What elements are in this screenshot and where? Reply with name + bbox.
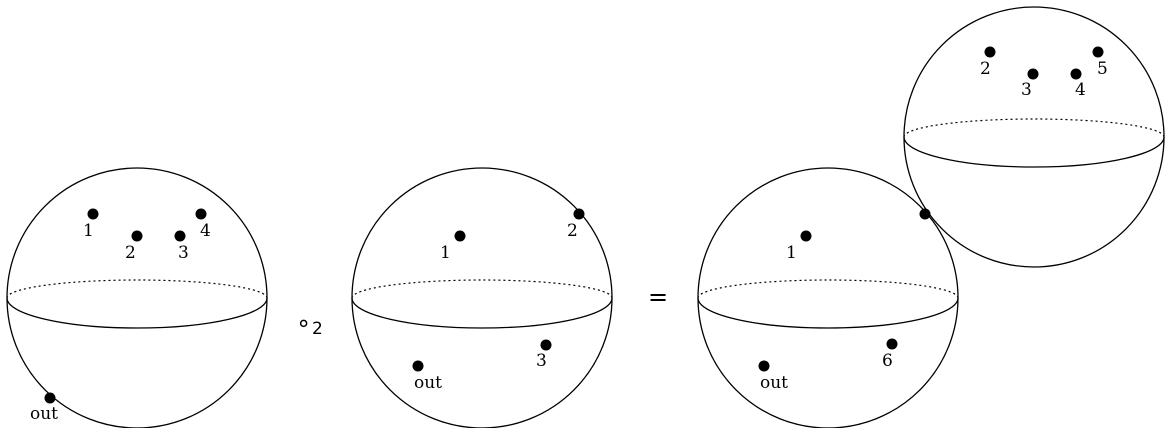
sphere-result-lower-puncture-1 (800, 230, 812, 242)
sphere-left-equator-back (6, 279, 268, 299)
sphere-middle-puncture-out (412, 360, 424, 372)
sphere-middle-equator-back (351, 279, 613, 299)
sphere-result-lower-outline (697, 167, 959, 428)
sphere-left: 1 2 3 4 out (6, 167, 268, 428)
sphere-result-upper-puncture-5 (1092, 46, 1104, 58)
sphere-result-upper-equator-back (903, 118, 1165, 138)
sphere-result-upper-outline (903, 6, 1165, 268)
sphere-result-upper-puncture-label: 2 (980, 59, 991, 79)
sphere-result-lower-puncture-6 (886, 338, 898, 350)
equals-symbol: = (648, 283, 668, 311)
compose-operator: ∘ 2 (296, 309, 323, 339)
sphere-result-upper-puncture-4 (1070, 68, 1082, 80)
sphere-result-upper: 2 3 4 5 (903, 6, 1165, 268)
sphere-left-puncture-2 (131, 230, 143, 242)
sphere-result-upper-puncture-label: 3 (1021, 80, 1032, 100)
sphere-middle: 1 2 3 out (351, 167, 613, 428)
sphere-left-puncture-4 (195, 208, 207, 220)
sphere-result-upper-puncture-label: 5 (1097, 59, 1108, 79)
sphere-middle-outline (351, 167, 613, 428)
sphere-result-lower-puncture-label: 1 (786, 243, 797, 263)
sphere-result-upper-puncture-2 (984, 46, 996, 58)
sphere-middle-puncture-1 (454, 230, 466, 242)
sphere-left-puncture-label: 3 (178, 243, 189, 263)
sphere-middle-puncture-3 (540, 339, 552, 351)
sphere-middle-equator-front (351, 297, 613, 329)
sphere-result-lower-puncture-label: out (760, 373, 788, 393)
sphere-middle-puncture-2 (573, 208, 585, 220)
sphere-left-puncture-label: 4 (200, 221, 211, 241)
sphere-result-upper-puncture-3 (1027, 68, 1039, 80)
sphere-result-lower-equator-back (697, 279, 959, 299)
sphere-left-outline (6, 167, 268, 428)
sphere-middle-puncture-label: 2 (567, 221, 578, 241)
sphere-left-puncture-1 (87, 208, 99, 220)
sphere-left-puncture-out (44, 392, 56, 404)
gluing-point (919, 208, 931, 220)
sphere-result-upper-equator-front (903, 136, 1165, 168)
compose-index: 2 (312, 319, 323, 339)
sphere-middle-puncture-label: 3 (536, 351, 547, 371)
compose-symbol: ∘ (296, 309, 311, 337)
sphere-left-equator-front (6, 297, 268, 329)
sphere-result-lower-puncture-label: 6 (882, 351, 893, 371)
sphere-left-puncture-label: 2 (125, 243, 136, 263)
sphere-result-upper-puncture-label: 4 (1075, 80, 1086, 100)
sphere-result-lower-equator-front (697, 297, 959, 329)
sphere-middle-puncture-label: 1 (440, 243, 451, 263)
sphere-left-puncture-label: 1 (83, 221, 94, 241)
sphere-left-puncture-label: out (30, 404, 58, 424)
sphere-left-puncture-3 (174, 230, 186, 242)
sphere-result-lower-puncture-out (758, 360, 770, 372)
sphere-result-lower: 1 6 out (697, 167, 959, 428)
sphere-middle-puncture-label: out (414, 373, 442, 393)
